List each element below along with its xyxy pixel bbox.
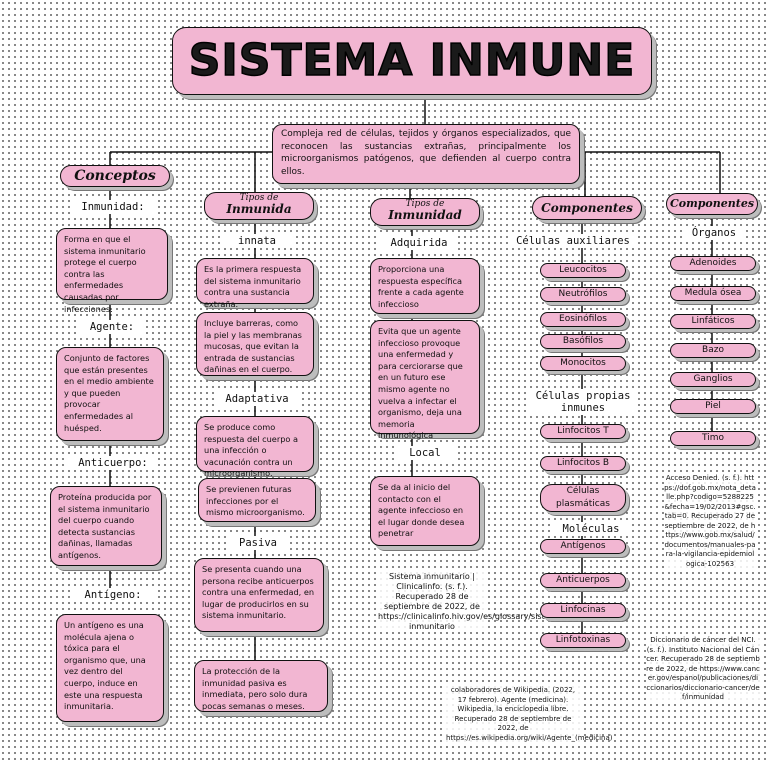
pill-item: Basófilos [540,334,626,349]
label-inmunidad: Inmunidad: [72,200,154,214]
pill-item: Linfotoxinas [540,633,626,648]
citation-dof: Acceso Denied. (s. f.). https://dof.gob.… [664,474,756,569]
label-pasiva: Pasiva [226,536,290,550]
box-agente: Conjunto de factores que están presentes… [56,347,164,441]
label-moleculas: Moléculas [554,522,628,536]
label-organos: Órganos [682,226,746,240]
page-title: SISTEMA INMUNE [188,34,636,87]
pill-item: Adenoides [670,256,756,271]
pill-item: Linfocinas [540,603,626,618]
pill-item: Eosinófilos [540,312,626,327]
intro-box: Compleja red de células, tejidos y órgan… [272,124,580,184]
label-adaptativa: Adaptativa [214,392,300,406]
citation-clinicalinfo: Sistema inmunitario | Clinicalinfo. (s. … [378,572,566,632]
box-innata-2: Incluye barreras, como la piel y las mem… [196,312,314,376]
label-innata: innata [222,234,292,248]
header-tipos-inmunida: Tipos de Inmunida [204,192,314,220]
pill-item: Timo [670,431,756,446]
pill-item: Anticuerpos [540,573,626,588]
box-pasiva-1: Se presenta cuando una persona recibe an… [194,558,324,632]
box-antigeno: Un antígeno es una molécula ajena o tóxi… [56,614,164,722]
header-componentes-1: Componentes [532,196,642,220]
label-adquirida: Adquirida [380,236,458,250]
label-local: Local [396,446,454,460]
intro-text: Compleja red de células, tejidos y órgan… [281,129,571,177]
box-anticuerpo: Proteína producida por el sistema inmuni… [50,486,162,566]
box-adquirida-2: Evita que un agente infeccioso provoque … [370,320,480,440]
header-conceptos: Conceptos [60,165,170,187]
box-adaptativa-1: Se produce como respuesta del cuerpo a u… [196,416,314,478]
box-adaptativa-2: Se previenen futuras infecciones por el … [198,478,316,522]
pill-item: Neutrófilos [540,287,626,302]
pill-item: Linfáticos [670,314,756,329]
pill-item: Leucocitos [540,263,626,278]
header-tipos-inmunidad: Tipos de Inmunidad [370,198,480,226]
citation-nci: Diccionario de cáncer del NCI. (s. f.). … [646,636,760,703]
pill-item: Linfocitos T [540,424,626,439]
pill-item: Linfocitos B [540,456,626,471]
pill-item: Piel [670,399,756,414]
pill-item: Bazo [670,343,756,358]
pill-item: Células plasmáticas [540,484,626,512]
pill-item: Medula ósea [670,286,756,301]
label-antigeno: Antígeno: [70,588,156,602]
box-local: Se da al inicio del contacto con el agen… [370,476,480,546]
box-pasiva-2: La protección de la inmunidad pasiva es … [194,660,328,712]
citation-wikipedia: colaboradores de Wikipedia. (2022, 17 fe… [446,686,613,743]
box-inmunidad: Forma en que el sistema inmunitario prot… [56,228,168,314]
title-banner: SISTEMA INMUNE [172,27,652,95]
header-componentes-2: Componentes [666,193,758,215]
pill-item: Ganglios [670,372,756,387]
label-celulas-auxiliares: Células auxiliares [508,234,638,248]
box-adquirida-1: Proporciona una respuesta específica fre… [370,258,480,314]
box-innata-1: Es la primera respuesta del sistema inmu… [196,258,314,309]
pill-item: Monocitos [540,356,626,371]
label-anticuerpo: Anticuerpo: [68,456,158,470]
pill-item: Antígenos [540,539,626,554]
label-celulas-propias: Células propias inmunes [528,389,638,415]
label-agente: Agente: [78,320,146,334]
